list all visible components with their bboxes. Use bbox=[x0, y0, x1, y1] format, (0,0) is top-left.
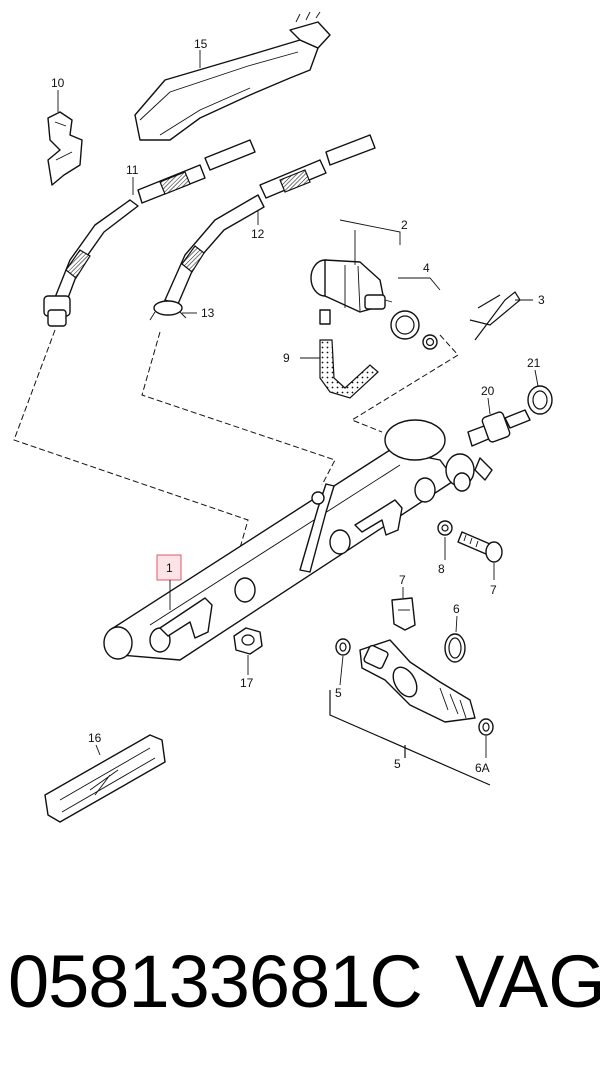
leader-lines bbox=[57, 50, 539, 758]
callout-5: 5 bbox=[394, 757, 401, 771]
callout-21: 21 bbox=[527, 356, 541, 370]
callout-2: 2 bbox=[401, 218, 408, 232]
callout-17: 16 bbox=[88, 731, 102, 745]
part-7-clip bbox=[391, 597, 416, 631]
callout-20: 20 bbox=[481, 384, 495, 398]
part-1-highlight-box bbox=[156, 554, 182, 581]
part-13-hose bbox=[43, 139, 256, 327]
callout-16: 15 bbox=[194, 37, 208, 51]
part-9-bolt bbox=[457, 531, 503, 563]
part-1-fuel-rail bbox=[103, 419, 493, 661]
exploded-parts-diagram: 15 10 11 12 13 2 4 3 9 21 20 1 8 7 7 6 1… bbox=[13, 11, 553, 823]
callout-14: 12 bbox=[251, 227, 265, 241]
callout-6: 5 bbox=[335, 686, 342, 700]
callout-15: 13 bbox=[201, 306, 215, 320]
part-4-orings bbox=[390, 310, 438, 350]
callout-8: 6 bbox=[453, 602, 460, 616]
callout-13: 11 bbox=[126, 163, 139, 177]
callout-1: 1 bbox=[166, 561, 173, 575]
part-18-nut bbox=[233, 627, 263, 655]
part-12-clip bbox=[47, 111, 83, 186]
callout-9: 7 bbox=[490, 583, 497, 597]
part-15-clamp bbox=[149, 300, 187, 321]
part-20-sensor bbox=[467, 409, 531, 447]
part-10-washer bbox=[437, 520, 453, 536]
brand-label: VAG bbox=[455, 940, 600, 1023]
callout-12: 10 bbox=[51, 76, 65, 90]
callout-18: 17 bbox=[240, 676, 254, 690]
part-number-row: 058133681C VAG bbox=[0, 932, 600, 1042]
part-11-vacuum-hose bbox=[319, 309, 379, 399]
part-6a-seal bbox=[478, 718, 494, 736]
callout-labels: 15 10 11 12 13 2 4 3 9 21 20 1 8 7 7 6 1… bbox=[51, 37, 545, 775]
part-5-injector bbox=[359, 639, 476, 723]
part-21-cap bbox=[527, 385, 553, 415]
callout-4: 4 bbox=[423, 261, 430, 275]
part-3-wire-clip bbox=[469, 291, 521, 341]
callout-3: 3 bbox=[538, 293, 545, 307]
callout-10: 8 bbox=[438, 562, 445, 576]
assembly-lines bbox=[13, 329, 491, 786]
callout-6a: 6A bbox=[475, 761, 490, 775]
part-8-oring bbox=[444, 633, 466, 663]
part-16-cover bbox=[134, 11, 331, 141]
part-2-regulator bbox=[310, 259, 393, 313]
part-number: 058133681C bbox=[8, 940, 423, 1023]
callout-11: 9 bbox=[283, 351, 290, 365]
part-14-hose bbox=[164, 134, 376, 305]
part-17-bracket bbox=[44, 734, 166, 823]
part-6-seal bbox=[335, 638, 351, 656]
callout-7: 7 bbox=[399, 573, 406, 587]
